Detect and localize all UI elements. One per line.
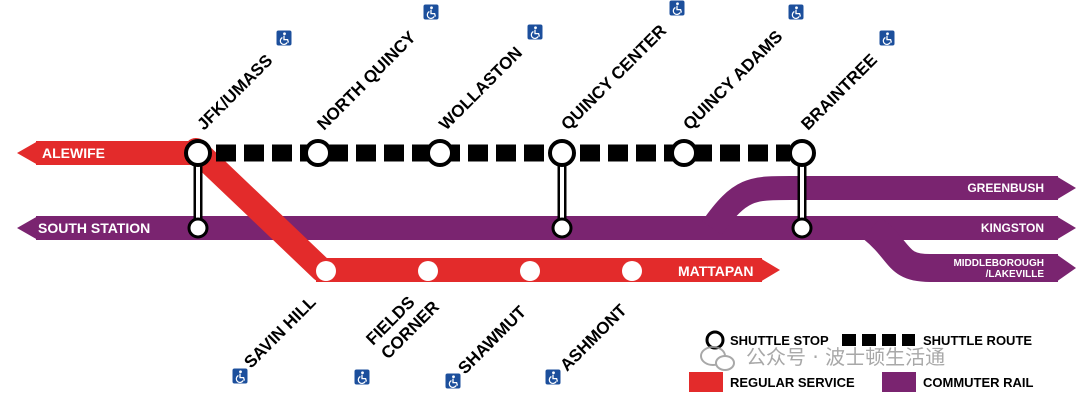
stop-savin-hill[interactable] bbox=[316, 261, 336, 281]
red-line bbox=[17, 138, 780, 282]
stop-ashmont[interactable] bbox=[622, 261, 642, 281]
stop-braintree[interactable] bbox=[788, 139, 816, 167]
legend-shuttle-stop-icon bbox=[705, 330, 725, 350]
lakeville-label: /LAKEVILLE bbox=[986, 269, 1045, 280]
stop-quincy-center-commuter[interactable] bbox=[551, 217, 573, 239]
legend: SHUTTLE STOP SHUTTLE ROUTE REGULAR SERVI… bbox=[689, 330, 1034, 392]
wheelchair-accessible-icon bbox=[544, 368, 562, 386]
wheelchair-accessible-icon bbox=[878, 29, 896, 47]
legend-commuter-rail-swatch bbox=[882, 372, 916, 392]
stop-jfk-commuter[interactable] bbox=[187, 217, 209, 239]
legend-shuttle-route-label: SHUTTLE ROUTE bbox=[923, 333, 1032, 348]
greenbush-arrow bbox=[1056, 176, 1076, 200]
stop-wollaston[interactable] bbox=[426, 139, 454, 167]
station-label-jfk-umass: JFK/UMASS bbox=[193, 51, 276, 134]
wheelchair-accessible-icon bbox=[275, 29, 293, 47]
legend-shuttle-stop-label: SHUTTLE STOP bbox=[730, 333, 829, 348]
red-line-arrow-left bbox=[17, 141, 38, 165]
station-label-shawmut: SHAWMUT bbox=[454, 302, 530, 378]
wechat-icon bbox=[700, 346, 735, 371]
legend-commuter-rail-label: COMMUTER RAIL bbox=[923, 375, 1034, 390]
wheelchair-accessible-icon bbox=[526, 23, 544, 41]
stop-quincy-center[interactable] bbox=[548, 139, 576, 167]
wheelchair-accessible-icon bbox=[444, 372, 462, 390]
middleborough-arrow bbox=[1056, 254, 1076, 282]
station-label-wollaston: WOLLASTON bbox=[435, 43, 526, 134]
wheelchair-accessible-icon bbox=[231, 367, 249, 385]
watermark-text: 公众号 · 波士顿生活通 bbox=[746, 345, 945, 369]
red-line-north-segment bbox=[36, 141, 198, 165]
red-line-ashmont-diagonal bbox=[184, 138, 334, 282]
legend-regular-service-label: REGULAR SERVICE bbox=[730, 375, 855, 390]
kingston-label: KINGSTON bbox=[981, 221, 1044, 235]
station-label-ashmont: ASHMONT bbox=[556, 300, 631, 375]
station-label-braintree: BRAINTREE bbox=[797, 50, 881, 134]
middleborough-branch bbox=[862, 217, 1058, 282]
wheelchair-accessible-icon bbox=[353, 368, 371, 386]
mattapan-label: MATTAPAN bbox=[678, 263, 753, 279]
stop-braintree-commuter[interactable] bbox=[791, 217, 813, 239]
stop-fields-corner[interactable] bbox=[418, 261, 438, 281]
shuttle-stops bbox=[184, 139, 816, 239]
station-label-north-quincy: NORTH QUINCY bbox=[313, 27, 420, 134]
wheelchair-accessible-icon bbox=[422, 3, 440, 21]
greenbush-branch bbox=[702, 176, 1058, 235]
commuter-rail-arrow-left bbox=[17, 216, 38, 240]
wheelchair-accessible-icon bbox=[787, 3, 805, 21]
stop-jfk-umass[interactable] bbox=[184, 139, 212, 167]
stop-north-quincy[interactable] bbox=[304, 139, 332, 167]
south-station-label: SOUTH STATION bbox=[38, 220, 150, 236]
wheelchair-accessible-icon bbox=[668, 0, 686, 17]
mattapan-arrow bbox=[760, 258, 780, 282]
watermark: 公众号 · 波士顿生活通 bbox=[700, 345, 945, 371]
station-label-savin-hill: SAVIN HILL bbox=[240, 292, 319, 371]
alewife-label: ALEWIFE bbox=[42, 145, 105, 161]
kingston-arrow bbox=[1056, 216, 1076, 240]
station-label-quincy-center: QUINCY CENTER bbox=[557, 21, 670, 134]
commuter-rail-line bbox=[17, 176, 1076, 282]
greenbush-label: GREENBUSH bbox=[967, 181, 1044, 195]
station-label-quincy-adams: QUINCY ADAMS bbox=[679, 27, 786, 134]
stop-quincy-adams[interactable] bbox=[670, 139, 698, 167]
legend-regular-service-swatch bbox=[689, 372, 723, 392]
stop-shawmut[interactable] bbox=[520, 261, 540, 281]
middleborough-label: MIDDLEBOROUGH bbox=[953, 258, 1044, 269]
ashmont-branch-stops bbox=[316, 261, 642, 281]
